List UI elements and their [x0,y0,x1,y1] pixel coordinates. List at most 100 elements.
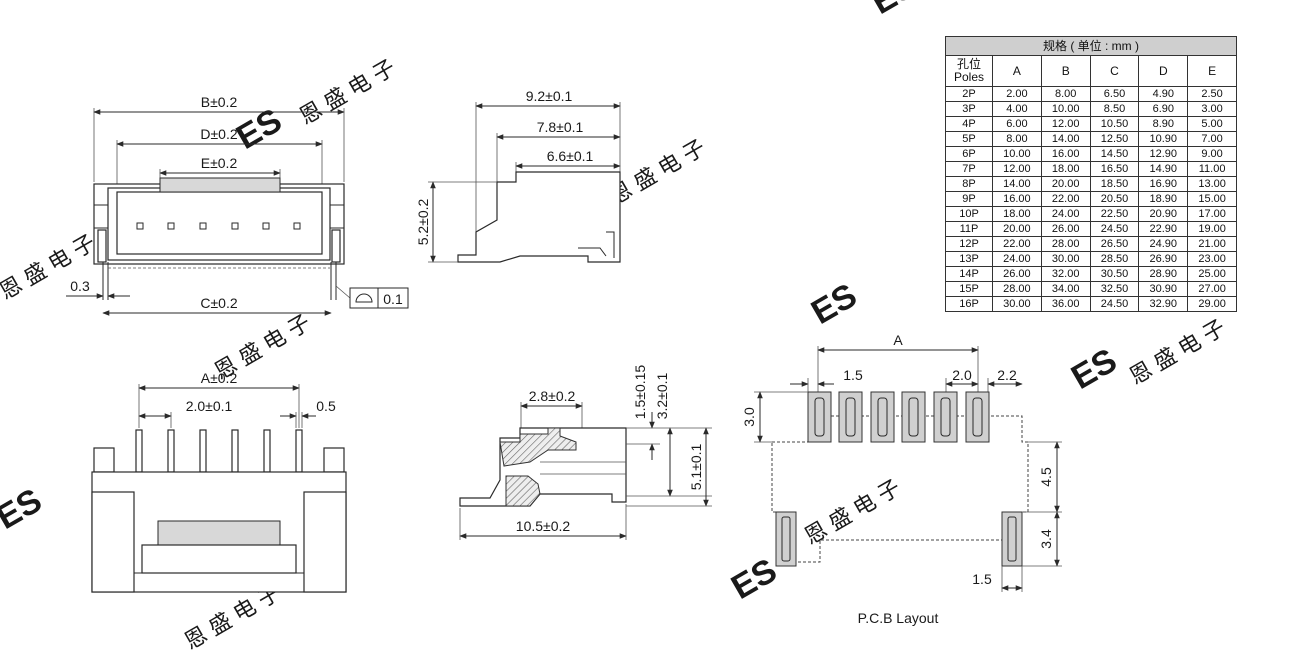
section-view: 2.8±0.2 1.5±0.15 3.2±0.1 5.1±0.1 10.5±0.… [459,365,712,540]
table-cell: 6.00 [992,116,1042,132]
table-cell: 12.00 [1040,116,1091,132]
dim-side-w3: 6.6±0.1 [547,148,594,164]
table-cell-poles: 10P [945,206,993,222]
table-cell: 14.00 [1040,131,1091,147]
table-cell: 28.00 [1040,236,1091,252]
table-cell: 5.00 [1187,116,1237,132]
table-cell: 27.00 [1187,281,1237,297]
table-cell: 32.50 [1089,281,1140,297]
table-cell: 4.00 [992,101,1042,117]
table-cell: 6.90 [1138,101,1189,117]
table-cell: 30.90 [1138,281,1189,297]
table-cell-poles: 9P [945,191,993,207]
table-cell: 28.00 [992,281,1042,297]
dim-E: E±0.2 [201,155,238,171]
watermark-text: 恩 盛 电 子 [295,55,400,130]
table-cell: 14.50 [1089,146,1140,162]
table-cell: 3.00 [1187,101,1237,117]
table-cell: 22.00 [992,236,1042,252]
table-cell: 12.50 [1089,131,1140,147]
table-cell: 20.00 [992,221,1042,237]
pcb-dim-pitch: 2.0 [952,367,972,383]
table-cell: 19.00 [1187,221,1237,237]
pcb-dim-A: A [893,332,903,348]
table-cell: 25.00 [1187,266,1237,282]
table-cell: 11.00 [1187,161,1237,177]
table-cell: 16.00 [992,191,1042,207]
table-cell: 8.90 [1138,116,1189,132]
pole-header-en: Poles [953,70,985,84]
watermark-text: 恩 盛 电 子 [800,475,905,550]
table-cell: 26.00 [1040,221,1091,237]
col-header: B [1040,55,1091,87]
table-cell: 30.00 [992,296,1042,312]
table-cell-poles: 11P [945,221,993,237]
table-cell: 18.00 [992,206,1042,222]
table-cell: 28.90 [1138,266,1189,282]
table-cell: 24.00 [992,251,1042,267]
table-cell: 30.00 [1040,251,1091,267]
front-view-top: B±0.2 D±0.2 E±0.2 0.3 C±0.2 [66,94,409,316]
table-cell: 8.00 [992,131,1042,147]
table-cell: 9.00 [1187,146,1237,162]
table-cell: 8.00 [1040,86,1091,102]
table-cell: 4.90 [1138,86,1189,102]
table-cell: 20.90 [1138,206,1189,222]
table-cell: 18.90 [1138,191,1189,207]
table-cell-poles: 2P [945,86,993,102]
table-cell: 2.50 [1187,86,1237,102]
watermark-logo: ES [1065,341,1123,397]
pcb-dim-mountw: 1.5 [972,571,992,587]
table-cell: 21.00 [1187,236,1237,252]
table-cell: 26.50 [1089,236,1140,252]
table-cell: 32.90 [1138,296,1189,312]
table-cell: 14.90 [1138,161,1189,177]
table-cell: 18.50 [1089,176,1140,192]
table-cell: 26.90 [1138,251,1189,267]
dim-side-h: 5.2±0.2 [415,198,431,245]
pole-header-cn: 孔位 [956,57,981,71]
table-cell: 10.00 [992,146,1042,162]
table-cell: 24.90 [1138,236,1189,252]
table-cell: 22.00 [1040,191,1091,207]
table-cell: 10.00 [1040,101,1091,117]
watermark-text: 恩 盛 电 子 [605,135,710,210]
side-view-top: 9.2±0.1 7.8±0.1 6.6±0.1 5.2±0.2 [415,88,621,263]
col-header: D [1138,55,1189,87]
dim-sec-h2: 3.2±0.1 [654,372,670,419]
table-cell-poles: 13P [945,251,993,267]
col-header: C [1089,55,1140,87]
spec-table-header: 孔位 Poles A B C D E [945,55,1237,87]
table-cell: 36.00 [1040,296,1091,312]
table-cell-poles: 14P [945,266,993,282]
pcb-layout: A 1.5 2.0 2.2 [741,332,1062,626]
table-cell: 28.50 [1089,251,1140,267]
table-cell: 20.00 [1040,176,1091,192]
table-cell: 24.50 [1089,296,1140,312]
watermark-logo: ES [805,276,863,332]
table-cell: 22.90 [1138,221,1189,237]
table-cell: 22.50 [1089,206,1140,222]
front-view-bottom: A±0.2 2.0±0.1 0.5 [91,370,347,593]
table-cell: 16.00 [1040,146,1091,162]
table-cell: 13.00 [1187,176,1237,192]
table-cell-poles: 3P [945,101,993,117]
table-cell: 6.50 [1089,86,1140,102]
table-cell: 26.00 [992,266,1042,282]
dim-sec-h1: 1.5±0.15 [632,365,648,420]
table-cell: 10.90 [1138,131,1189,147]
table-cell: 24.00 [1040,206,1091,222]
